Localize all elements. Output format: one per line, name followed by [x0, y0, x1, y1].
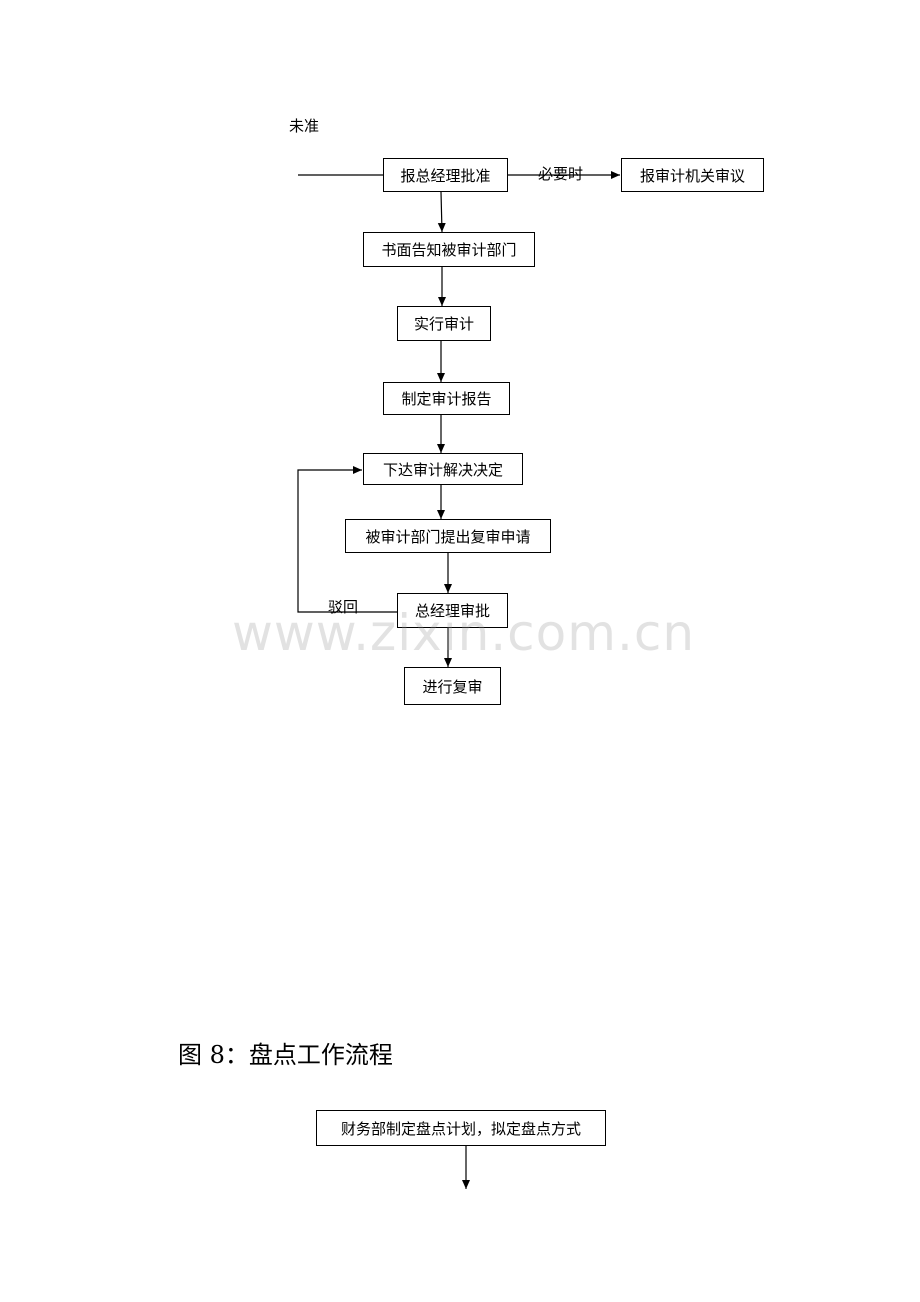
node-issue-audit-decision: 下达审计解决决定: [363, 453, 523, 485]
node-dept-request-review: 被审计部门提出复审申请: [345, 519, 551, 553]
node-report-audit-authority: 报审计机关审议: [621, 158, 764, 192]
watermark: www.zixin.com.cn: [232, 604, 696, 662]
node-conduct-review: 进行复审: [404, 667, 501, 705]
node-conduct-audit: 实行审计: [397, 306, 491, 341]
node-make-audit-report: 制定审计报告: [383, 382, 510, 415]
figure-8-title: 图 8：盘点工作流程: [178, 1041, 393, 1069]
unapproved-label: 未准: [289, 117, 320, 135]
node-finance-plan: 财务部制定盘点计划，拟定盘点方式: [316, 1110, 606, 1146]
when-needed-label: 必要时: [538, 165, 584, 183]
reject-label: 驳回: [328, 598, 359, 616]
node-notify-audited-dept: 书面告知被审计部门: [363, 232, 535, 267]
node-gm-review: 总经理审批: [397, 593, 508, 628]
node-report-gm-approve: 报总经理批准: [383, 158, 508, 192]
